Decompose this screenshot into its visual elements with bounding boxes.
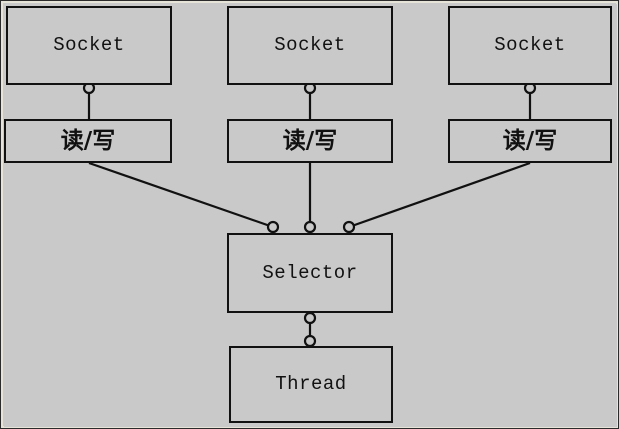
node-rw-2[interactable]: 读/写 xyxy=(227,119,393,163)
node-socket-1[interactable]: Socket xyxy=(6,6,172,85)
node-label-rw-1: 读/写 xyxy=(60,127,116,154)
node-label-socket-2: Socket xyxy=(274,34,346,56)
node-label-rw-2: 读/写 xyxy=(282,127,338,154)
node-label-socket-1: Socket xyxy=(53,34,125,56)
node-label-thread: Thread xyxy=(275,373,347,395)
node-socket-2[interactable]: Socket xyxy=(227,6,393,85)
node-rw-1[interactable]: 读/写 xyxy=(4,119,172,163)
node-rw-3[interactable]: 读/写 xyxy=(448,119,612,163)
node-label-rw-3: 读/写 xyxy=(502,127,558,154)
node-socket-3[interactable]: Socket xyxy=(448,6,612,85)
node-selector[interactable]: Selector xyxy=(227,233,393,313)
node-thread[interactable]: Thread xyxy=(229,346,393,423)
node-label-selector: Selector xyxy=(262,261,358,284)
node-label-socket-3: Socket xyxy=(494,34,566,56)
